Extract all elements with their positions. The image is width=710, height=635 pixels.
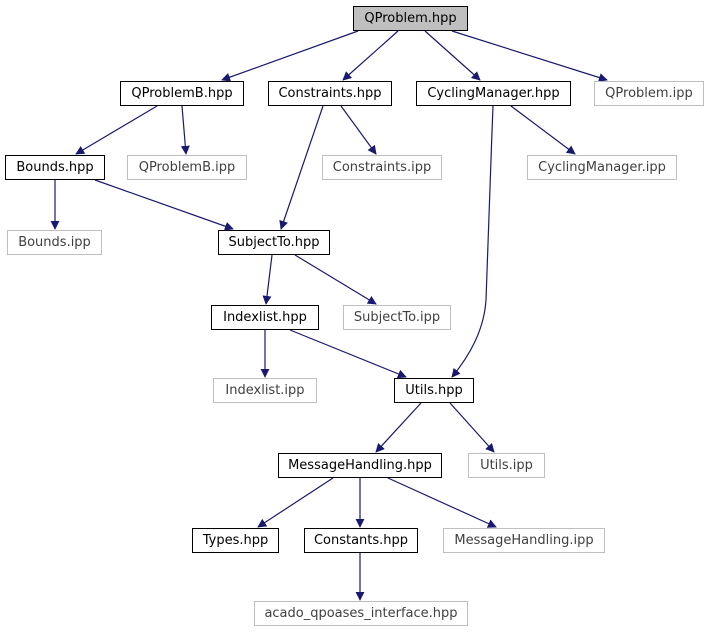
edge-qproblemb-hpp-to-bounds-hpp (75, 105, 158, 155)
edge-qproblemb-hpp-to-qproblemb-ipp (180, 105, 190, 155)
node-constraints-hpp[interactable]: Constraints.hpp (268, 81, 392, 106)
node-qproblem-ipp[interactable]: QProblem.ipp (594, 81, 704, 106)
node-cyclingmanager-ipp[interactable]: CyclingManager.ipp (527, 155, 677, 180)
edge-messagehandling-hpp-to-messagehandling-ipp (387, 477, 497, 528)
edge-cyclingmanager-hpp-to-utils-hpp (451, 105, 494, 378)
edge-qproblem-hpp-to-qproblem-ipp (451, 30, 608, 82)
node-qproblem-hpp[interactable]: QProblem.hpp (353, 6, 468, 31)
node-bounds-ipp[interactable]: Bounds.ipp (7, 230, 102, 255)
node-constants-hpp[interactable]: Constants.hpp (304, 528, 418, 553)
node-subjectto-hpp[interactable]: SubjectTo.hpp (218, 230, 330, 255)
node-constraints-ipp[interactable]: Constraints.ipp (322, 155, 442, 180)
node-qproblemb-ipp[interactable]: QProblemB.ipp (127, 155, 247, 180)
node-qproblemb-hpp[interactable]: QProblemB.hpp (120, 81, 244, 106)
edge-bounds-hpp-to-subjectto-hpp (94, 179, 234, 231)
node-types-hpp[interactable]: Types.hpp (192, 528, 279, 553)
node-indexlist-hpp[interactable]: Indexlist.hpp (211, 305, 319, 330)
edge-utils-hpp-to-utils-ipp (449, 402, 495, 453)
edge-constraints-hpp-to-constraints-ipp (340, 105, 377, 155)
node-utils-ipp[interactable]: Utils.ipp (468, 453, 545, 478)
node-indexlist-ipp[interactable]: Indexlist.ipp (213, 378, 317, 403)
edge-messagehandling-hpp-to-types-hpp (257, 477, 334, 528)
edge-qproblem-hpp-to-cyclingmanager-hpp (424, 30, 481, 81)
edge-constraints-hpp-to-subjectto-hpp (279, 105, 324, 230)
node-messagehandling-ipp[interactable]: MessageHandling.ipp (443, 528, 605, 553)
edge-indexlist-hpp-to-utils-hpp (289, 329, 407, 379)
node-utils-hpp[interactable]: Utils.hpp (394, 378, 474, 403)
edge-cyclingmanager-hpp-to-cyclingmanager-ipp (510, 105, 576, 155)
edge-subjectto-hpp-to-indexlist-hpp (262, 254, 273, 305)
edge-qproblem-hpp-to-constraints-hpp (342, 30, 399, 81)
node-acado-qpoases-interface-hpp[interactable]: acado_qpoases_interface.hpp (254, 601, 468, 626)
edge-qproblem-hpp-to-qproblemb-hpp (221, 30, 359, 82)
edge-utils-hpp-to-messagehandling-hpp (375, 402, 422, 453)
node-subjectto-ipp[interactable]: SubjectTo.ipp (343, 305, 451, 330)
node-bounds-hpp[interactable]: Bounds.hpp (5, 155, 105, 180)
node-cyclingmanager-hpp[interactable]: CyclingManager.hpp (416, 81, 571, 106)
edge-subjectto-hpp-to-subjectto-ipp (294, 254, 377, 305)
node-messagehandling-hpp[interactable]: MessageHandling.hpp (278, 453, 442, 478)
